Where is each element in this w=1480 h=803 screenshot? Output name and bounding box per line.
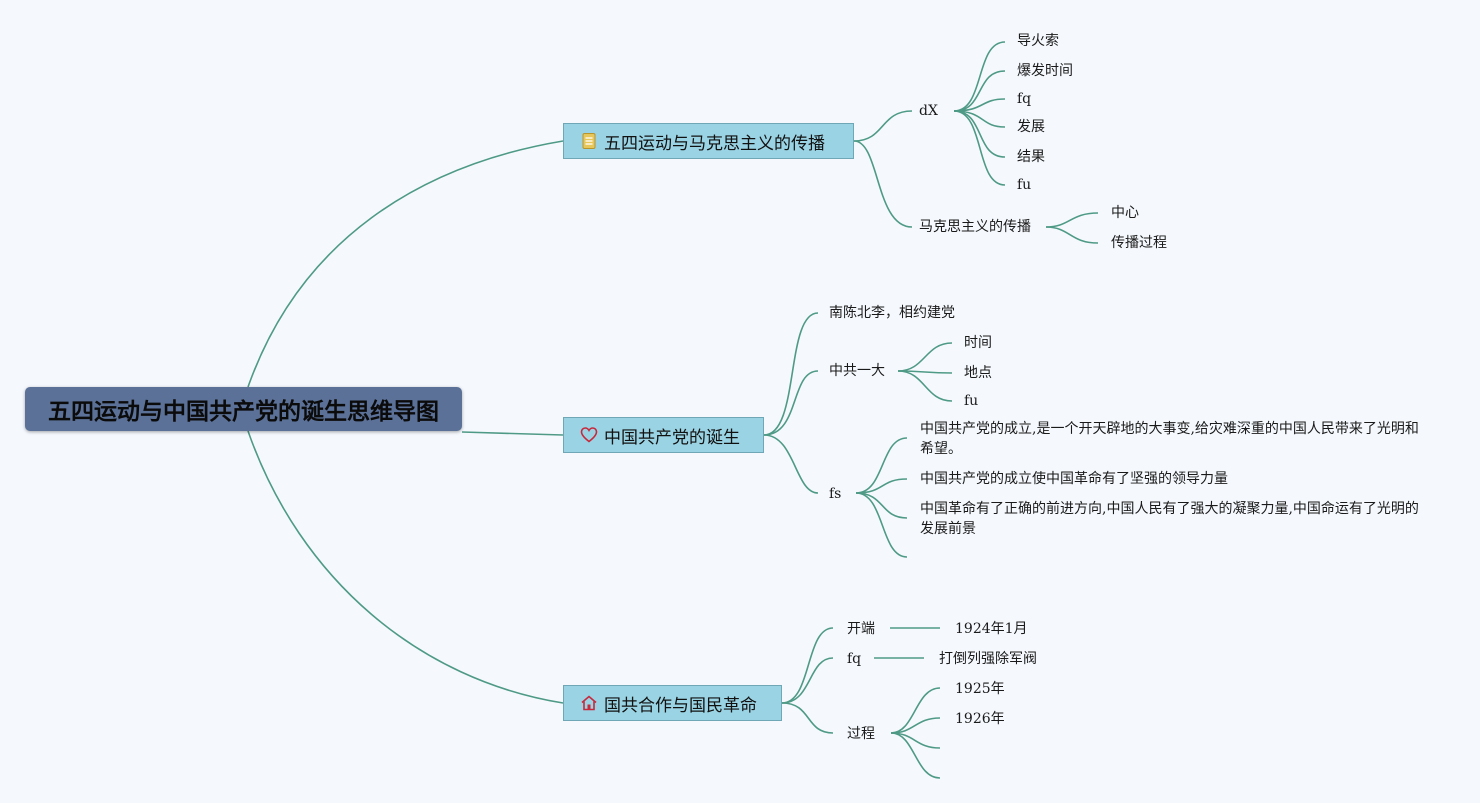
node-nanchen-beili[interactable]: 南陈北李，相约建党 xyxy=(825,303,959,323)
topic-label: 中国共产党的诞生 xyxy=(604,427,740,448)
link-fs-c4 xyxy=(855,492,908,558)
node-fs-child[interactable]: 中国共产党的成立使中国革命有了坚强的领导力量 xyxy=(916,469,1232,489)
node-dx-child[interactable]: fq xyxy=(1013,89,1036,109)
topic-kmt-cpc-cooperation[interactable]: 国共合作与国民革命 xyxy=(563,685,782,721)
node-congress-child[interactable]: 时间 xyxy=(960,333,996,353)
node-marx-child[interactable]: 中心 xyxy=(1107,203,1143,223)
house-icon xyxy=(580,694,598,712)
node-dx[interactable]: dX xyxy=(915,101,942,121)
node-marx-spread[interactable]: 马克思主义的传播 xyxy=(915,217,1035,237)
notebook-icon xyxy=(580,132,598,150)
node-dx-child[interactable]: fu xyxy=(1013,175,1036,195)
link-t2-fs xyxy=(763,434,819,494)
link-root-t1 xyxy=(247,140,564,388)
link-fs-c2 xyxy=(855,478,908,494)
node-fs-child[interactable]: 中国共产党的成立,是一个开天辟地的大事变,给灾难深重的中国人民带来了光明和希望。 xyxy=(916,419,1429,459)
node-process[interactable]: 过程 xyxy=(843,724,879,744)
link-process-c4 xyxy=(890,732,941,779)
link-dx-c6 xyxy=(953,110,1006,186)
link-fs-c1 xyxy=(855,437,908,494)
link-t3-fq xyxy=(781,657,834,704)
node-dx-child[interactable]: 发展 xyxy=(1013,117,1049,137)
link-fs-c3 xyxy=(855,492,908,519)
link-marx-c2 xyxy=(1045,226,1099,244)
link-t2-congress xyxy=(763,370,819,436)
heart-icon xyxy=(580,426,598,444)
topic-cpc-birth[interactable]: 中国共产党的诞生 xyxy=(563,417,764,453)
link-marx-c1 xyxy=(1045,212,1099,228)
link-process-c1 xyxy=(890,687,941,734)
node-kaiduan-value[interactable]: 1924年1月 xyxy=(951,619,1032,639)
link-t2-nanchen xyxy=(763,312,819,436)
node-fs[interactable]: fs xyxy=(825,484,846,504)
link-t3-kaiduan xyxy=(781,627,834,704)
topic-may-fourth[interactable]: 五四运动与马克思主义的传播 xyxy=(563,123,854,159)
link-root-t3 xyxy=(247,430,564,704)
node-fq[interactable]: fq xyxy=(843,649,866,669)
topic-label: 五四运动与马克思主义的传播 xyxy=(604,133,825,154)
link-root-t2 xyxy=(461,431,564,436)
node-dx-child[interactable]: 结果 xyxy=(1013,147,1049,167)
link-dx-c2 xyxy=(953,70,1006,112)
link-t3-process xyxy=(781,702,834,734)
link-t1-dx xyxy=(853,110,913,142)
node-first-congress[interactable]: 中共一大 xyxy=(825,361,889,381)
node-congress-child[interactable]: 地点 xyxy=(960,363,996,383)
node-dx-child[interactable]: 爆发时间 xyxy=(1013,61,1077,81)
link-t1-marx xyxy=(853,140,913,228)
root-topic[interactable]: 五四运动与中国共产党的诞生思维导图 xyxy=(25,387,462,431)
node-dx-child[interactable]: 导火索 xyxy=(1013,31,1063,51)
node-process-child[interactable]: 1926年 xyxy=(951,709,1009,729)
topic-label: 国共合作与国民革命 xyxy=(604,695,757,716)
link-congress-c1 xyxy=(897,342,953,372)
node-fq-value[interactable]: 打倒列强除军阀 xyxy=(935,649,1041,669)
node-fs-child[interactable]: 中国革命有了正确的前进方向,中国人民有了强大的凝聚力量,中国命运有了光明的发展前… xyxy=(916,499,1429,539)
link-congress-c3 xyxy=(897,370,953,402)
node-congress-child[interactable]: fu xyxy=(960,391,983,411)
root-title: 五四运动与中国共产党的诞生思维导图 xyxy=(48,399,439,425)
node-kaiduan[interactable]: 开端 xyxy=(843,619,879,639)
link-dx-c1 xyxy=(953,41,1006,112)
node-marx-child[interactable]: 传播过程 xyxy=(1107,233,1171,253)
node-process-child[interactable]: 1925年 xyxy=(951,679,1009,699)
